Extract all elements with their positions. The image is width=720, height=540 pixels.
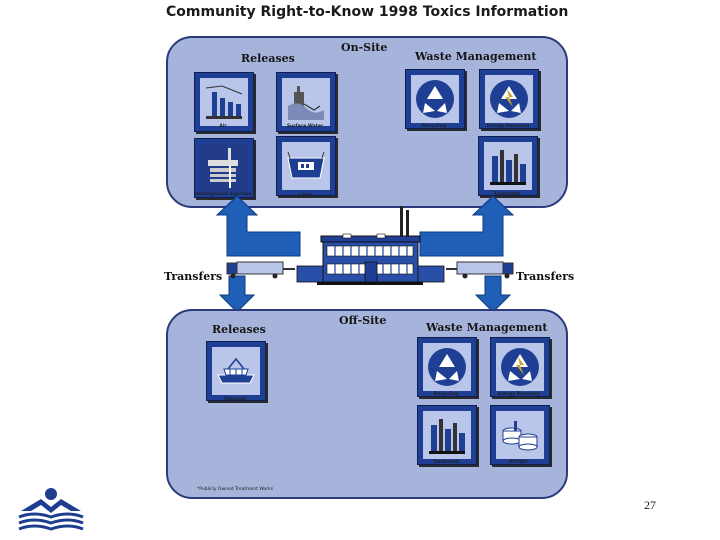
tile-disposal [206,341,266,401]
page-number: 27 [644,498,656,512]
onsite-waste-title: Waste Management [415,50,537,63]
diagram-title: Community Right-to-Know 1998 Toxics Info… [166,4,569,20]
recycle-icon [411,75,459,123]
tile-onsite-recycling-label: Recycling [421,124,447,129]
offsite-label: Off-Site [339,314,387,327]
disposal-icon [212,347,260,395]
logo-icon [18,488,84,531]
tile-onsite-treatment [478,136,538,196]
tile-underground-injection-label: Underground Injection [194,192,252,197]
transfers-left-label: Transfers [164,270,223,283]
potw-tanks-icon [496,411,544,459]
tile-disposal-label: Disposal [224,397,246,402]
tile-onsite-energy-recovery [479,69,539,129]
tile-potw [490,405,550,465]
treatment-plant-icon [484,142,532,190]
factory-icon [296,206,445,285]
tile-onsite-energy-recovery-label: Energy Recovery [486,124,530,129]
onsite-releases-title: Releases [241,52,295,65]
tile-land-label: Land [298,193,312,198]
factory-transfers-group [226,206,514,285]
energy-recovery-icon [485,75,533,123]
land-icon [282,142,330,190]
tile-offsite-energy-recovery-label: Energy Recovery [497,392,541,397]
transfers-right-label: Transfers [516,270,575,283]
tile-offsite-energy-recovery [490,337,550,397]
tile-offsite-treatment-label: Treatment [432,460,460,465]
treatment-plant-icon [423,411,471,459]
air-stacks-icon [200,78,248,126]
energy-recovery-icon [496,343,544,391]
truck-icon [456,261,514,279]
tile-surface-water-label: Surface Water [286,124,324,129]
right-down-arrow [474,275,512,313]
tile-air-label: Air [219,124,227,129]
tile-land [276,136,336,196]
truck-icon [226,261,284,279]
surface-water-icon [282,78,330,126]
recycle-icon [423,343,471,391]
tile-underground-injection [194,138,254,198]
tile-offsite-recycling [417,337,477,397]
tile-surface-water [276,72,336,132]
left-up-arrow [215,195,301,257]
tile-offsite-treatment [417,405,477,465]
underground-injection-icon [200,144,248,192]
offsite-waste-title: Waste Management [426,321,548,334]
tile-onsite-recycling [405,69,465,129]
tile-onsite-treatment-label: Treatment [493,192,521,197]
onsite-label: On-Site [341,41,388,54]
tile-offsite-recycling-label: Recycling [433,392,459,397]
right-up-arrow [419,195,515,257]
left-down-arrow [218,275,256,313]
offsite-releases-title: Releases [212,323,266,336]
tile-potw-label: POTWs* [508,460,530,465]
footnote: *Publicly Owned Treatment Works [197,487,274,492]
tile-air [194,72,254,132]
